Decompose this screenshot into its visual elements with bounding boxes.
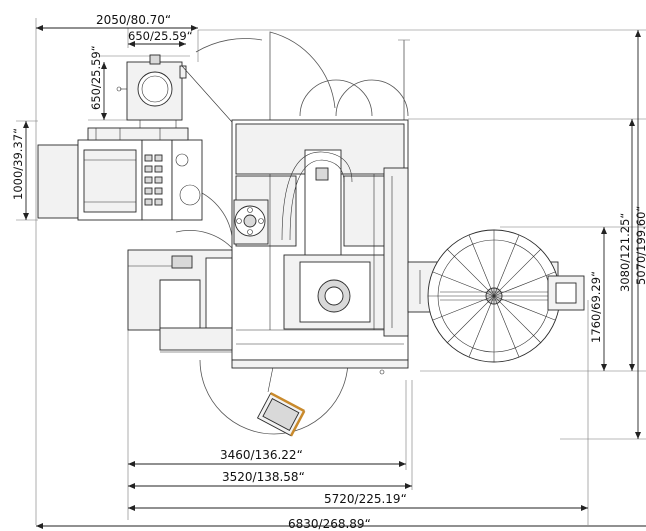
dim-width-unit: 650/25.59“ xyxy=(128,29,193,43)
dim-right-5070: 5070/199.60“ xyxy=(634,206,646,285)
dimension-labels: 2050/80.70“ 650/25.59“ 650/25.59“ 1000/3… xyxy=(11,13,646,531)
dim-right-1760: 1760/69.29“ xyxy=(589,271,603,343)
dim-bottom-5720: 5720/225.19“ xyxy=(324,492,407,506)
dim-right-3080: 3080/121.25“ xyxy=(618,213,632,292)
operator-panel xyxy=(199,359,349,437)
extension-lines xyxy=(16,18,646,525)
machine-top-view xyxy=(37,31,585,437)
dim-width-total: 2050/80.70“ xyxy=(96,13,171,27)
dim-bottom-6830: 6830/268.89“ xyxy=(288,517,371,531)
dim-bottom-3460: 3460/136.22“ xyxy=(220,448,303,462)
coolant-unit xyxy=(127,249,233,351)
dim-height-cabinet: 1000/39.37“ xyxy=(11,128,25,200)
dim-height-unit: 650/25.59“ xyxy=(89,45,103,110)
pallet-changer xyxy=(407,229,585,363)
chip-unit xyxy=(116,54,233,140)
machine-body xyxy=(231,119,409,361)
dimension-lines xyxy=(23,25,646,529)
electrical-cabinet xyxy=(37,127,203,221)
dim-bottom-3520: 3520/138.58“ xyxy=(222,470,305,484)
